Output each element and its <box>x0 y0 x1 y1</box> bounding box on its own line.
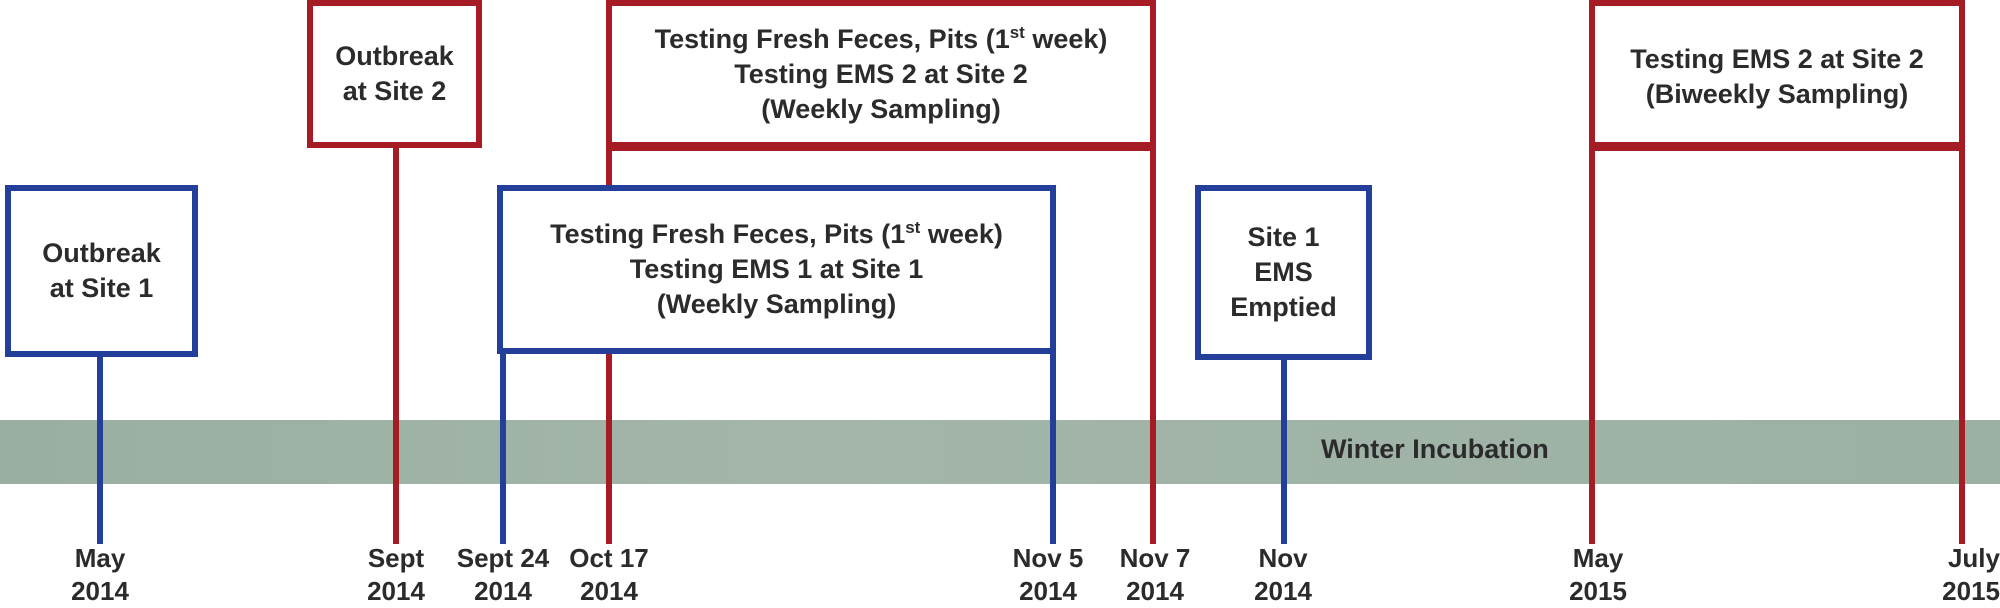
testing-site1-line2: Testing EMS 1 at Site 1 <box>629 254 924 284</box>
site2-weekly-span <box>606 145 1156 151</box>
site1-emptied-line1: Site 1 <box>1247 222 1320 252</box>
date-oct17-2014: Oct 17 2014 <box>569 543 649 606</box>
nov7-2014-line <box>1150 145 1156 544</box>
winter-incubation-band <box>0 420 2000 484</box>
testing-site1-superscript: st <box>905 218 921 237</box>
outbreak-site1-line1: Outbreak <box>42 238 161 268</box>
biweekly-site2-box: Testing EMS 2 at Site 2 (Biweekly Sampli… <box>1589 0 1965 148</box>
date-sept24-2014: Sept 24 2014 <box>456 543 550 606</box>
nov5-2014-line <box>1050 351 1056 544</box>
outbreak-site2-line1: Outbreak <box>335 41 454 71</box>
site2-biweekly-span <box>1589 145 1965 151</box>
outbreak-site2-box: Outbreak at Site 2 <box>307 0 482 148</box>
date-sept-2014: Sept 2014 <box>367 543 425 606</box>
testing-site2-line2: Testing EMS 2 at Site 2 <box>734 58 1028 89</box>
site1-emptied-line3: Emptied <box>1230 292 1337 322</box>
date-july-2015: July 2015 <box>1942 543 2000 606</box>
date-nov-2014: Nov 2014 <box>1254 543 1312 606</box>
sept24-2014-line <box>500 351 506 544</box>
testing-site2-box: Testing Fresh Feces, Pits (1st week) Tes… <box>606 0 1156 148</box>
winter-incubation-label: Winter Incubation <box>1321 434 1549 464</box>
may-2015-line <box>1589 145 1595 544</box>
testing-site1-line3: (Weekly Sampling) <box>656 289 897 319</box>
date-may-2014: May 2014 <box>71 543 129 606</box>
outbreak-site1-box: Outbreak at Site 1 <box>5 185 198 357</box>
nov-2014-line <box>1281 357 1287 544</box>
outbreak-site2-line2: at Site 2 <box>342 76 447 106</box>
may-2014-line <box>97 354 103 544</box>
testing-site1-line1: Testing Fresh Feces, Pits (1st week) <box>550 218 1003 249</box>
site1-emptied-box: Site 1 EMS Emptied <box>1195 185 1372 360</box>
biweekly-site2-line1: Testing EMS 2 at Site 2 <box>1630 44 1924 74</box>
date-nov5-2014: Nov 5 2014 <box>1012 543 1084 606</box>
biweekly-site2-line2: (Biweekly Sampling) <box>1645 79 1909 109</box>
july-2015-line <box>1959 145 1965 544</box>
date-may-2015: May 2015 <box>1569 543 1627 606</box>
outbreak-site1-line2: at Site 1 <box>49 273 154 303</box>
testing-site2-line3: (Weekly Sampling) <box>761 93 1001 124</box>
testing-site2-line1: Testing Fresh Feces, Pits (1st week) <box>654 22 1108 54</box>
testing-site2-superscript: st <box>1009 22 1025 42</box>
testing-site1-box: Testing Fresh Feces, Pits (1st week) Tes… <box>497 185 1056 354</box>
site1-emptied-line2: EMS <box>1254 257 1313 287</box>
sept-2014-line <box>393 145 399 544</box>
date-nov7-2014: Nov 7 2014 <box>1119 543 1191 606</box>
